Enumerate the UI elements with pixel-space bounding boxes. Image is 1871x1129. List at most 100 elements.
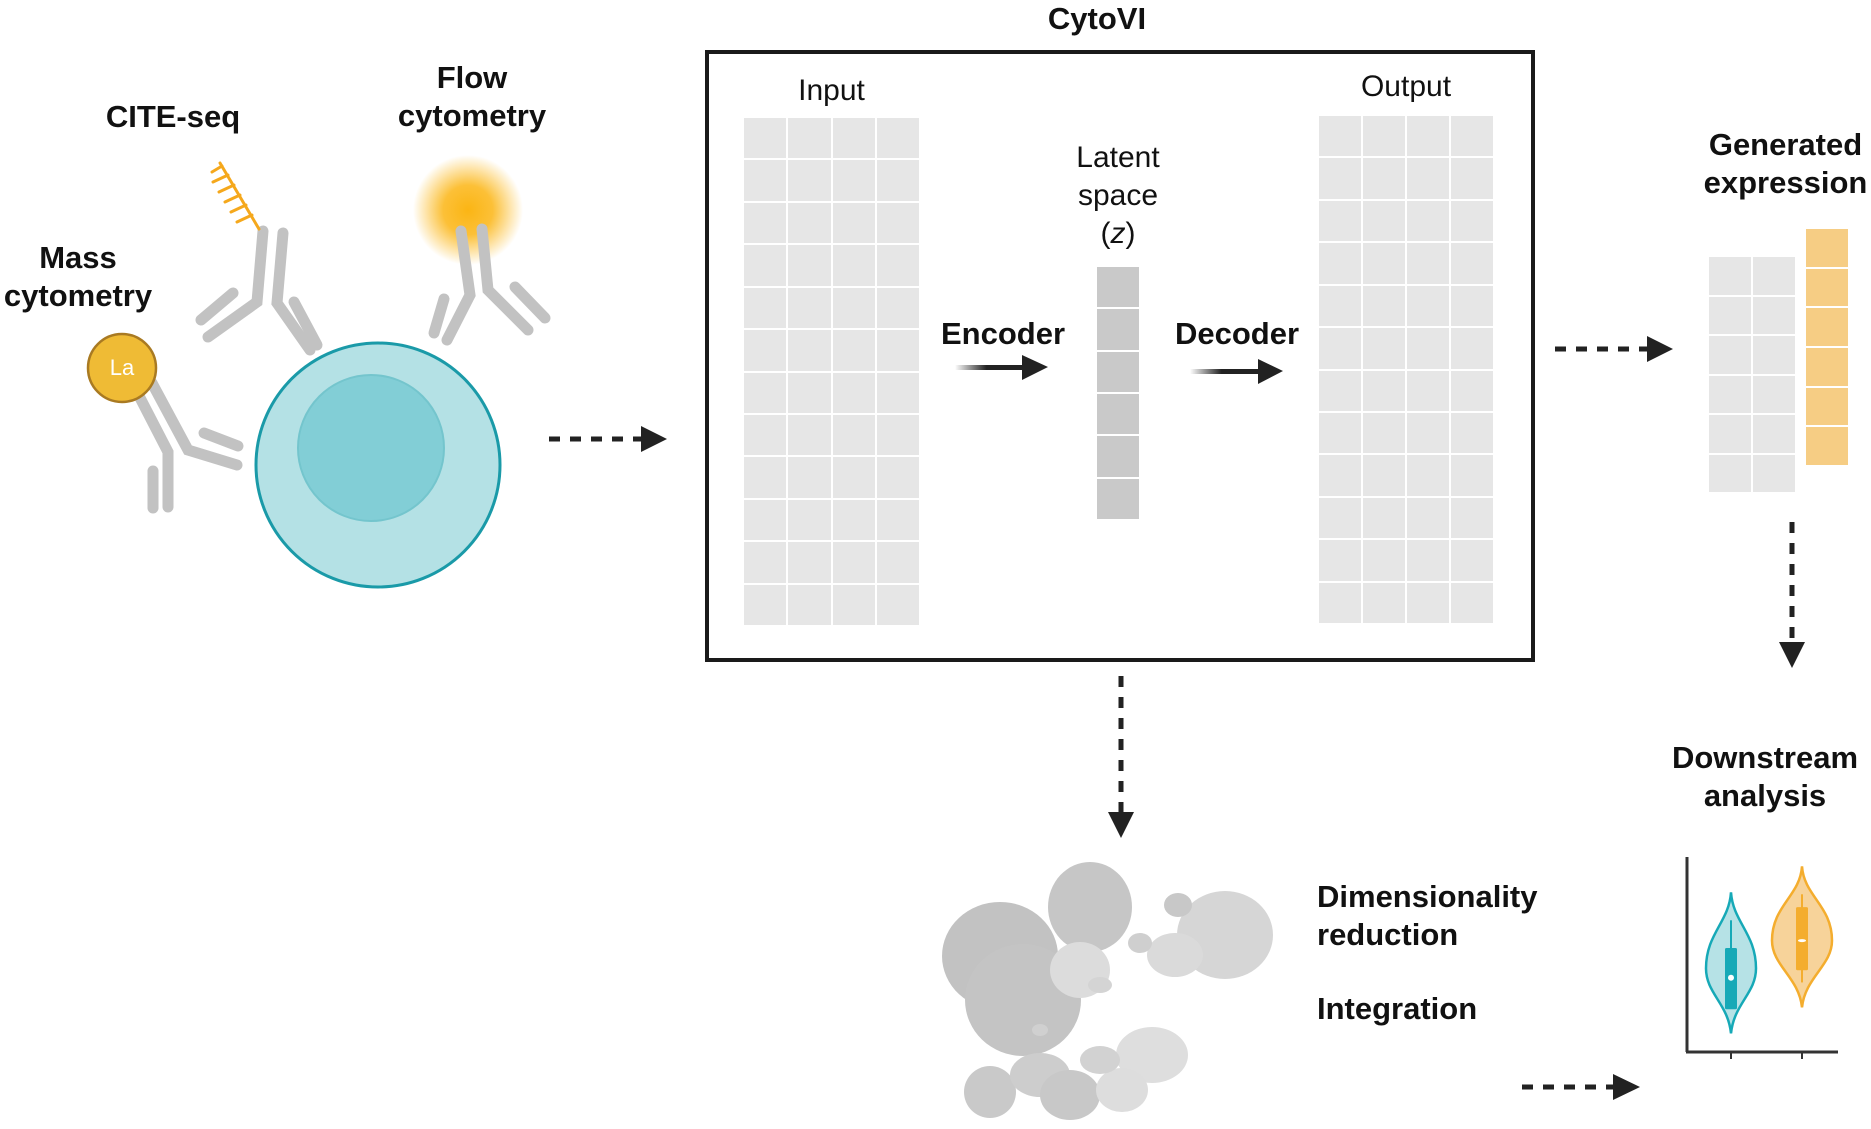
input-matrix-cell: [832, 330, 875, 371]
output-matrix-cell: [1363, 412, 1405, 454]
decoder-label: Decoder: [1175, 316, 1300, 351]
violin-median: [1798, 939, 1806, 943]
cite-seq-label: CITE-seq: [105, 99, 241, 134]
flow-cytometry-label: Flow cytometry: [392, 59, 552, 135]
input-matrix-cell: [744, 160, 787, 201]
flow-label-line2: cytometry: [397, 98, 547, 133]
umap-cluster: [1096, 1068, 1148, 1112]
generated-expression-label: Generated expression: [1700, 126, 1871, 202]
output-matrix-cell: [1319, 412, 1361, 454]
output-matrix-cell: [1319, 370, 1361, 411]
output-matrix-cell: [1451, 540, 1493, 581]
generated-label-line2: expression: [1703, 165, 1868, 200]
input-matrix-cell: [832, 372, 875, 413]
output-matrix-cell: [1407, 497, 1449, 539]
input-matrix-cell: [876, 457, 919, 498]
output-matrix-cell: [1363, 582, 1405, 623]
metal-tag-label: La: [109, 355, 135, 380]
input-matrix-cell: [744, 372, 787, 413]
umap-cluster: [1147, 933, 1203, 977]
umap-cluster: [1164, 893, 1192, 917]
generated-matrix-cell: [1709, 375, 1751, 413]
lanthanum-tag-icon: [86, 332, 158, 404]
generated-matrix-cell: [1753, 454, 1795, 492]
input-matrix-cell: [832, 584, 875, 625]
umap-cluster: [1032, 1024, 1048, 1036]
input-matrix-cell: [744, 542, 787, 583]
input-matrix-cell: [832, 118, 875, 159]
output-matrix-cell: [1363, 200, 1405, 242]
input-matrix-cell: [876, 160, 919, 201]
umap-cluster: [964, 1066, 1016, 1118]
input-matrix-cell: [744, 457, 787, 498]
mass-cytometry-label: Mass cytometry: [0, 239, 156, 315]
input-matrix: [744, 118, 919, 625]
input-matrix-cell: [788, 414, 831, 456]
input-matrix-cell: [876, 499, 919, 541]
generated-matrix-cell: [1753, 336, 1795, 374]
output-matrix-cell: [1407, 370, 1449, 411]
generated-matrix-cell: [1709, 415, 1751, 453]
output-matrix-cell: [1319, 243, 1361, 284]
generated-highlight-cell: [1806, 427, 1848, 465]
downstream-label-line2: analysis: [1703, 778, 1827, 813]
output-matrix-cell: [1407, 116, 1449, 157]
input-matrix-cell: [744, 202, 787, 244]
output-matrix-cell: [1363, 370, 1405, 411]
generated-highlight-cell: [1806, 229, 1848, 267]
latent-cell: [1097, 436, 1139, 477]
output-matrix-cell: [1407, 412, 1449, 454]
output-matrix-cell: [1407, 455, 1449, 496]
output-matrix-cell: [1451, 116, 1493, 157]
violin-median: [1728, 974, 1734, 981]
generated-label-line1: Generated: [1708, 127, 1863, 162]
generated-matrix-cell: [1753, 296, 1795, 334]
violin-box: [1796, 907, 1808, 971]
input-matrix-cell: [832, 287, 875, 329]
input-matrix-cell: [788, 118, 831, 159]
input-matrix-cell: [744, 118, 787, 159]
output-matrix-cell: [1363, 328, 1405, 369]
input-matrix-cell: [744, 245, 787, 286]
umap-plot-icon: [942, 862, 1273, 1120]
decoder-arrow-icon: [1190, 359, 1283, 384]
cite-seq-antibody-icon: [195, 225, 323, 356]
output-matrix-cell: [1319, 497, 1361, 539]
input-matrix-cell: [788, 457, 831, 498]
latent-space-label: Latent space (z): [1058, 139, 1178, 253]
output-label: Output: [1360, 70, 1452, 103]
input-matrix-cell: [832, 202, 875, 244]
output-matrix-cell: [1451, 285, 1493, 327]
arrow-to-violin-icon: [1522, 1074, 1640, 1100]
umap-cluster: [1080, 1046, 1120, 1074]
generated-highlight-column: [1806, 229, 1848, 465]
latent-cell: [1097, 351, 1139, 392]
encoder-arrow-icon: [955, 355, 1048, 380]
input-matrix-cell: [876, 118, 919, 159]
generated-highlight-cell: [1806, 308, 1848, 346]
flow-antibody-icon: [428, 223, 551, 346]
umap-cluster: [1116, 1027, 1188, 1083]
input-matrix-cell: [832, 542, 875, 583]
mass-antibody-icon: [130, 377, 244, 514]
input-matrix-cell: [876, 202, 919, 244]
arrow-to-generated-icon: [1555, 336, 1673, 362]
generated-matrix-cell: [1709, 454, 1751, 492]
umap-cluster: [1048, 862, 1132, 952]
input-matrix-cell: [876, 372, 919, 413]
task-dimred-line2: reduction: [1317, 917, 1459, 952]
output-matrix-cell: [1407, 243, 1449, 284]
output-matrix-cell: [1451, 412, 1493, 454]
output-matrix-cell: [1319, 158, 1361, 199]
input-matrix-cell: [744, 330, 787, 371]
fluorophore-glow-icon: [413, 155, 523, 265]
output-matrix-cell: [1319, 116, 1361, 157]
arrow-to-downstream-icon: [1779, 522, 1805, 668]
input-matrix-cell: [788, 245, 831, 286]
umap-cluster: [1128, 933, 1152, 953]
output-matrix-cell: [1451, 370, 1493, 411]
arrow-to-cytovi-icon: [549, 426, 667, 452]
umap-cluster: [1040, 1070, 1100, 1120]
latent-variable-z: z: [1110, 217, 1126, 250]
generated-matrix-cell: [1753, 257, 1795, 295]
